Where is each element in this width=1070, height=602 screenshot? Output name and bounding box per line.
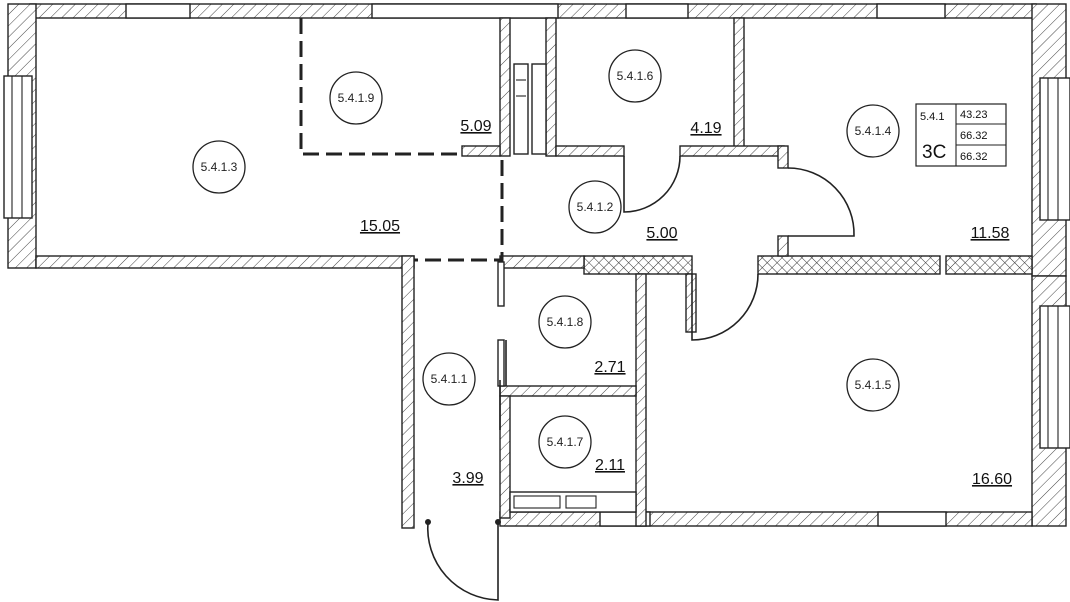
wall-bath-right	[635, 273, 647, 527]
room-label-7: 5.4.1.7	[538, 415, 592, 469]
svg-text:5.4.1.7: 5.4.1.7	[547, 435, 584, 449]
apartment-info-box: 5.4.1 3C 43.23 66.32 66.32	[915, 103, 1007, 167]
window-top-2	[371, 3, 559, 19]
room-area-1: 3.99	[452, 470, 483, 487]
wall-6-bottom-r	[679, 145, 785, 157]
window-top-3	[625, 3, 689, 19]
window-top-4	[876, 3, 946, 19]
shaft-1	[513, 63, 529, 155]
apartment-type: 3C	[922, 142, 946, 163]
svg-text:5.4.1.3: 5.4.1.3	[201, 160, 238, 174]
door-swing-5	[691, 273, 759, 341]
door-swing-entry	[426, 521, 499, 601]
wall-6-4	[733, 17, 745, 155]
room-label-13: 5.4.1.3	[192, 140, 246, 194]
wall-4-5-cross2	[757, 255, 941, 275]
room-label-1: 5.4.1.1	[422, 352, 476, 406]
room-label-2: 5.4.1.2	[568, 180, 622, 234]
window-right-1	[1039, 77, 1070, 221]
room-area-9: 5.09	[460, 118, 491, 135]
zone-border-hall	[414, 160, 504, 262]
wall-4-5-cross3	[945, 255, 1033, 275]
window-bottom-2	[877, 511, 947, 527]
svg-text:5.4.1.2: 5.4.1.2	[577, 200, 614, 214]
room-label-4: 5.4.1.4	[846, 104, 900, 158]
wall-4-5-cross1	[583, 255, 693, 275]
zone-border-9	[299, 18, 462, 156]
wall-bath-left	[499, 395, 511, 519]
wall-bath-mid	[499, 385, 637, 397]
window-top-1	[125, 3, 191, 19]
room-label-5: 5.4.1.5	[846, 358, 900, 412]
room-area-7: 2.11	[595, 457, 625, 474]
shaft-2	[531, 63, 547, 155]
wall-9-bottom	[461, 145, 501, 157]
window-right-2	[1039, 305, 1070, 449]
info-value-1: 43.23	[960, 109, 988, 121]
room-area-8: 2.71	[594, 359, 625, 376]
bath-fixture	[509, 491, 637, 513]
svg-text:5.4.1.8: 5.4.1.8	[547, 315, 584, 329]
room-area-13: 15.05	[360, 218, 400, 235]
apartment-number: 5.4.1	[920, 111, 944, 123]
wall-bottom-left	[35, 255, 415, 269]
svg-text:5.4.1.9: 5.4.1.9	[338, 91, 375, 105]
room-label-8: 5.4.1.8	[538, 295, 592, 349]
room-label-6: 5.4.1.6	[608, 49, 662, 103]
wall-6-bottom	[555, 145, 625, 157]
wall-bottom-right	[499, 511, 1033, 527]
window-left	[3, 75, 33, 219]
svg-text:5.4.1.1: 5.4.1.1	[431, 372, 468, 386]
wall-shaft-left	[499, 17, 511, 157]
room-area-5: 16.60	[972, 471, 1012, 488]
info-value-2: 66.32	[960, 130, 988, 142]
room-area-6: 4.19	[690, 120, 721, 137]
room-area-4: 11.58	[971, 225, 1010, 242]
wall-shaft-right	[545, 17, 557, 157]
wall-hall-left	[401, 255, 415, 529]
info-value-3: 66.32	[960, 151, 988, 163]
door-swing-4	[787, 167, 855, 237]
svg-text:5.4.1.5: 5.4.1.5	[855, 378, 892, 392]
room-label-9: 5.4.1.9	[329, 71, 383, 125]
svg-text:5.4.1.4: 5.4.1.4	[855, 124, 892, 138]
door-swing-6	[623, 155, 681, 213]
svg-text:5.4.1.6: 5.4.1.6	[617, 69, 654, 83]
room-area-2: 5.00	[646, 225, 677, 242]
